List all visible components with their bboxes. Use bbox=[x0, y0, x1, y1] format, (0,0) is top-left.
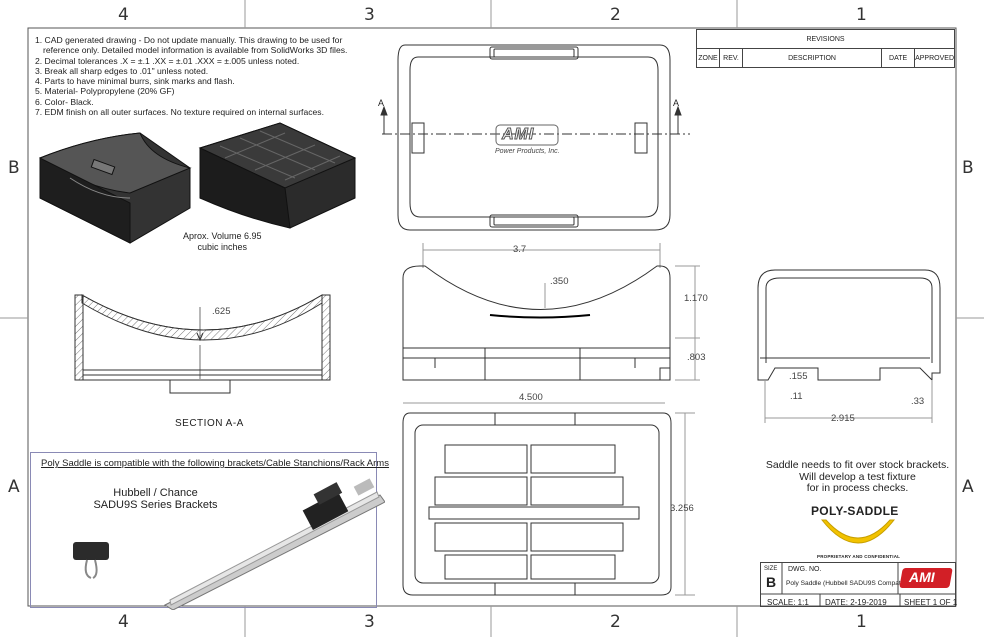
date-text: DATE: 2-19-2019 bbox=[825, 598, 887, 607]
hubbell-line: Hubbell / Chance bbox=[113, 487, 198, 499]
section-mark-left: A bbox=[378, 98, 385, 108]
zone-bottom-2: 2 bbox=[610, 612, 621, 632]
rev-col-zone: ZONE bbox=[696, 48, 720, 68]
compatibility-title: Poly Saddle is compatible with the follo… bbox=[41, 458, 389, 469]
small-bracket-render bbox=[73, 542, 109, 579]
zone-top-1: 1 bbox=[856, 5, 867, 25]
dim-3-7: 3.7 bbox=[513, 244, 527, 255]
top-view bbox=[380, 44, 690, 231]
dim-3256: 3.256 bbox=[670, 503, 694, 514]
hubbell-line: SADU9S Series Brackets bbox=[93, 499, 218, 511]
note-line: reference only. Detailed model informati… bbox=[43, 45, 348, 56]
proprietary-text: PROPRIETARY AND CONFIDENTIAL bbox=[817, 554, 901, 559]
zone-right-b: B bbox=[962, 158, 974, 178]
size-label: SIZE bbox=[764, 566, 778, 572]
scale-text: SCALE: 1:1 bbox=[767, 598, 809, 607]
dim-11: .11 bbox=[790, 391, 803, 402]
section-label: SECTION A-A bbox=[175, 418, 244, 429]
section-a-a-view bbox=[74, 294, 331, 394]
section-mark-right: A bbox=[673, 98, 680, 108]
drawing-notes: 1. CAD generated drawing - Do not update… bbox=[35, 35, 365, 117]
side-view bbox=[757, 269, 941, 423]
sheet-text: SHEET 1 OF 1 bbox=[904, 598, 958, 607]
fixture-line: Saddle needs to fit over stock brackets. bbox=[765, 459, 950, 471]
revisions-table: REVISIONS ZONE REV. DESCRIPTION DATE APP… bbox=[696, 29, 955, 68]
zone-right-a: A bbox=[962, 477, 974, 497]
isometric-renders bbox=[38, 122, 357, 244]
dim-1170: 1.170 bbox=[684, 293, 708, 304]
hubbell-label: Hubbell / Chance SADU9S Series Brackets bbox=[93, 487, 218, 511]
zone-bottom-3: 3 bbox=[364, 612, 375, 632]
zone-top-4: 4 bbox=[118, 5, 129, 25]
bottom-view bbox=[402, 402, 695, 596]
zone-top-2: 2 bbox=[610, 5, 621, 25]
section-dim: .625 bbox=[212, 306, 231, 317]
size-value: B bbox=[766, 574, 777, 590]
note-line: 1. CAD generated drawing - Do not update… bbox=[35, 35, 343, 45]
dim-33: .33 bbox=[911, 396, 925, 407]
dwg-label: DWG. NO. bbox=[788, 566, 822, 573]
dim-350: .350 bbox=[550, 276, 569, 287]
dim-2915: 2.915 bbox=[831, 413, 855, 424]
front-view bbox=[402, 243, 700, 381]
rev-col-date: DATE bbox=[881, 48, 916, 68]
iso-saddle-front bbox=[38, 132, 192, 244]
volume-line: Aprox. Volume 6.95 bbox=[183, 231, 262, 241]
poly-saddle-logo-shape bbox=[820, 519, 896, 544]
rail-bracket-render bbox=[163, 478, 385, 610]
note-line: 3. Break all sharp edges to .01" unless … bbox=[35, 65, 209, 76]
note-line: 5. Material- Polypropylene (20% GF) bbox=[35, 86, 175, 97]
compatibility-box bbox=[30, 452, 377, 608]
note-line: 4. Parts to have minimal burrs, sink mar… bbox=[35, 76, 235, 87]
zone-bottom-1: 1 bbox=[856, 612, 867, 632]
zone-top-3: 3 bbox=[364, 5, 375, 25]
rev-col-approved: APPROVED bbox=[914, 48, 955, 68]
volume-note: Aprox. Volume 6.95 cubic inches bbox=[183, 231, 262, 253]
zone-left-b: B bbox=[8, 158, 20, 178]
dwg-number: Poly Saddle (Hubbell SADU9S Compatible) bbox=[786, 580, 914, 587]
fixture-line: for in process checks. bbox=[806, 482, 909, 494]
note-line: 6. Color- Black. bbox=[35, 96, 94, 107]
zone-left-a: A bbox=[8, 477, 20, 497]
ami-logo-text: AMI bbox=[909, 569, 935, 585]
bracket-renders bbox=[73, 478, 385, 610]
top-view-logo: AMI bbox=[501, 126, 535, 144]
dim-4500: 4.500 bbox=[519, 392, 543, 403]
dim-803: .803 bbox=[687, 352, 706, 363]
title-block-frame bbox=[760, 562, 956, 607]
top-view-logo-sub: Power Products, Inc. bbox=[495, 148, 560, 155]
note-line: 7. EDM finish on all outer surfaces. No … bbox=[35, 107, 324, 118]
zone-bottom-4: 4 bbox=[118, 612, 129, 632]
iso-saddle-back bbox=[198, 122, 357, 229]
fixture-line: Will develop a test fixture bbox=[799, 470, 916, 483]
rev-col-rev: REV. bbox=[719, 48, 743, 68]
rev-col-description: DESCRIPTION bbox=[741, 48, 883, 68]
poly-saddle-logo-text: POLY-SADDLE bbox=[811, 504, 899, 518]
dim-155: .155 bbox=[789, 371, 808, 382]
fixture-note: Saddle needs to fit over stock brackets.… bbox=[760, 459, 955, 495]
volume-line: cubic inches bbox=[197, 242, 248, 252]
note-line: 2. Decimal tolerances .X = ±.1 .XX = ±.0… bbox=[35, 55, 300, 66]
revisions-title: REVISIONS bbox=[696, 29, 955, 49]
